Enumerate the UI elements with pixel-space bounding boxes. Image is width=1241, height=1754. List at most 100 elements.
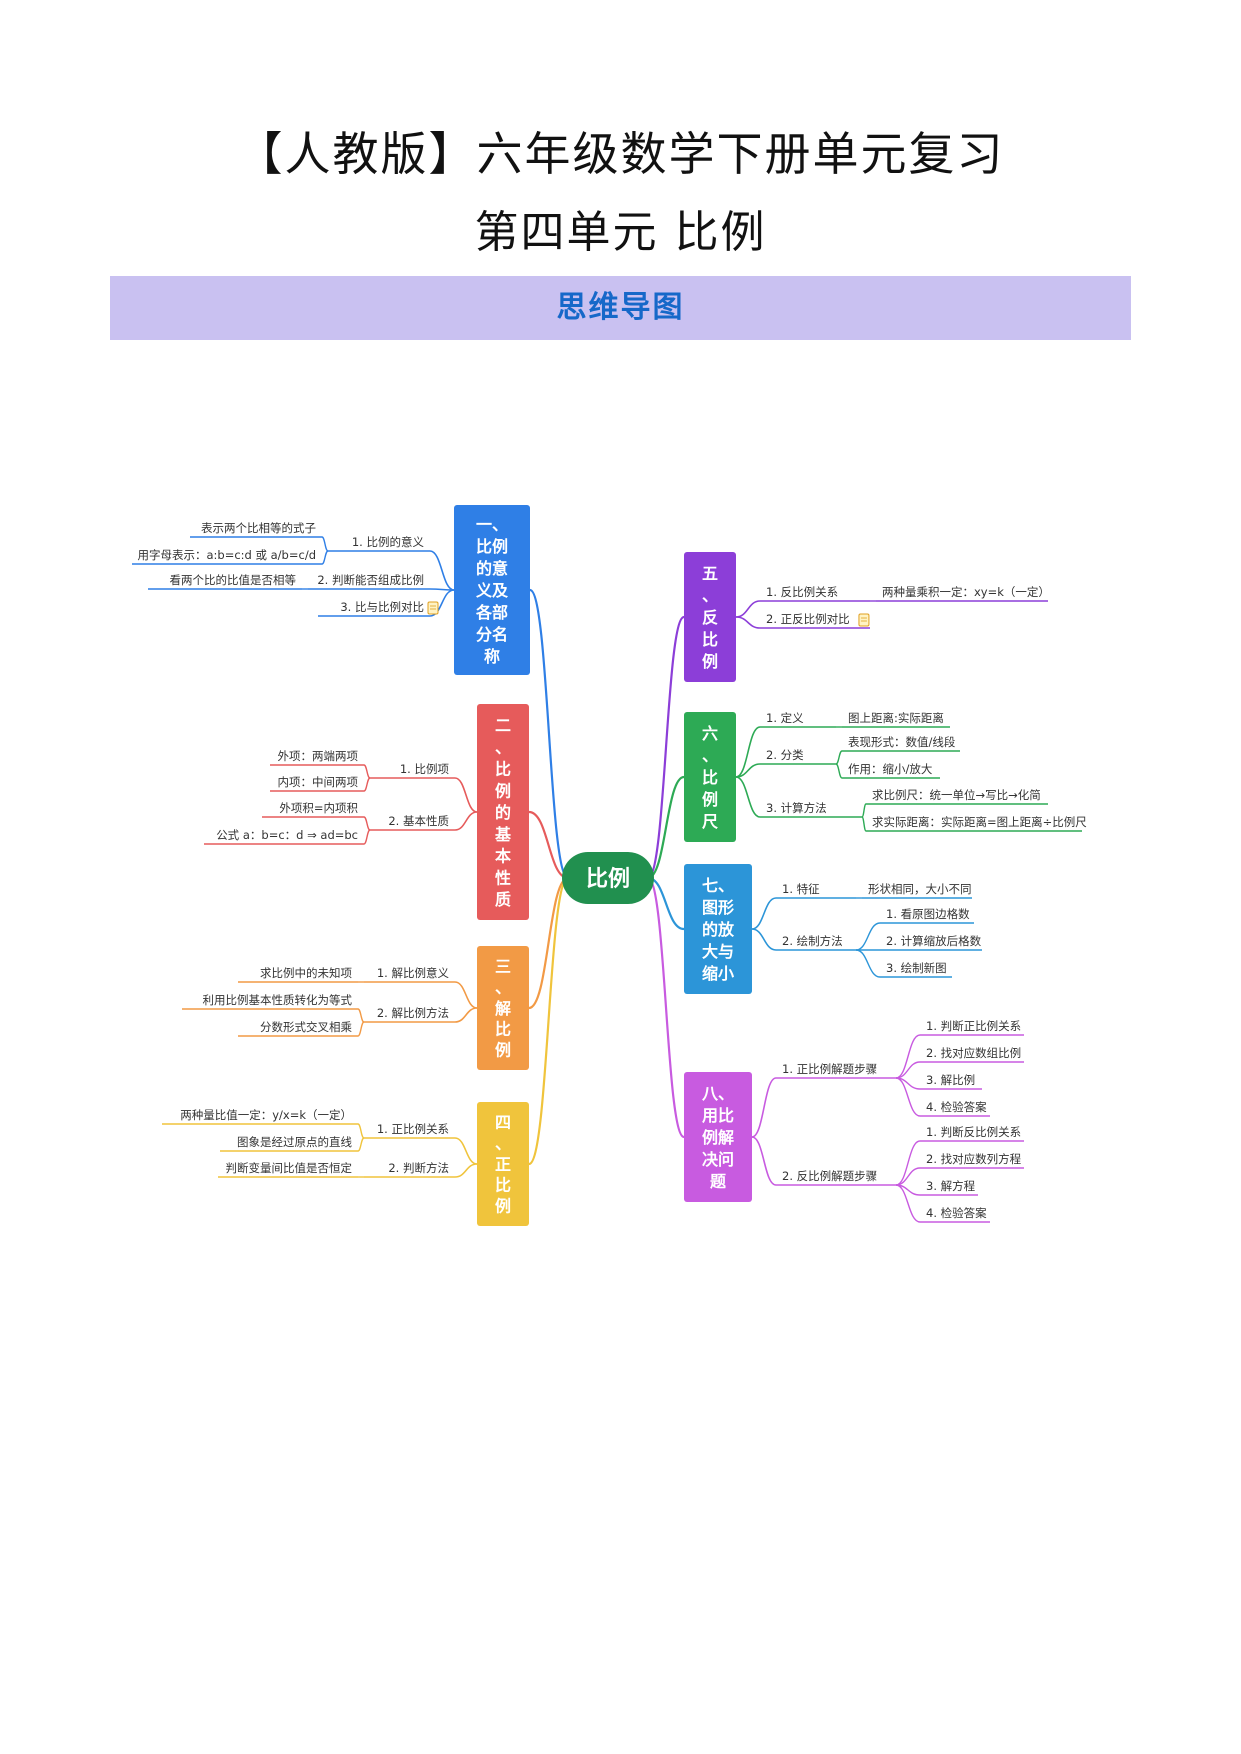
branch-label-b7: 七、图形的放大与缩小 bbox=[702, 876, 735, 983]
child-label: 2. 反比例解题步骤 bbox=[782, 1169, 877, 1183]
leaf-connector bbox=[895, 1167, 921, 1186]
leaf-label: 4. 检验答案 bbox=[926, 1206, 987, 1220]
branch-box-b6 bbox=[684, 712, 736, 842]
leaf-label: 3. 绘制新图 bbox=[886, 961, 947, 975]
mindmap-banner: 思维导图 bbox=[110, 276, 1131, 340]
child-connector bbox=[454, 1137, 478, 1165]
child-label: 2. 基本性质 bbox=[388, 814, 449, 828]
leaf-label: 内项：中间两项 bbox=[278, 775, 359, 789]
leaf-label: 外项：两端两项 bbox=[278, 749, 359, 763]
child-connector bbox=[735, 776, 761, 818]
child-connector bbox=[751, 1077, 777, 1138]
child-label: 3. 比与比例对比 bbox=[340, 600, 424, 614]
leaf-label: 用字母表示：a:b=c:d 或 a/b=c/d bbox=[137, 548, 316, 562]
child-label: 2. 判断方法 bbox=[388, 1161, 449, 1175]
leaf-label: 3. 解比例 bbox=[926, 1073, 975, 1087]
child-connector bbox=[751, 928, 777, 951]
leaf-label: 2. 找对应数列方程 bbox=[926, 1152, 1022, 1166]
leaf-connector bbox=[363, 764, 371, 779]
child-label: 1. 正比例解题步骤 bbox=[782, 1062, 877, 1076]
leaf-label: 1. 判断反比例关系 bbox=[926, 1125, 1021, 1139]
leaf-label: 4. 检验答案 bbox=[926, 1100, 987, 1114]
leaf-label: 作用：缩小/放大 bbox=[848, 762, 933, 776]
leaf-connector bbox=[363, 816, 371, 831]
leaf-label: 表现形式：数值/线段 bbox=[848, 735, 956, 749]
child-label: 1. 比例的意义 bbox=[352, 535, 425, 549]
leaf-label: 图上距离:实际距离 bbox=[848, 711, 944, 725]
branch-label-b2: 二、比例的基本性质 bbox=[494, 716, 512, 909]
branch-box-b1 bbox=[454, 505, 530, 675]
child-connector bbox=[454, 811, 478, 831]
child-connector bbox=[735, 726, 761, 778]
leaf-connector bbox=[895, 1077, 921, 1117]
branch-label-b3: 三、解比例 bbox=[495, 957, 511, 1059]
child-connector bbox=[429, 550, 455, 591]
leaf-connector bbox=[363, 829, 371, 845]
leaf-label: 两种量乘积一定：xy=k（一定） bbox=[882, 585, 1050, 599]
leaf-connector bbox=[357, 1021, 365, 1037]
leaf-label: 外项积=内项积 bbox=[279, 801, 358, 815]
branch-connector-b6 bbox=[647, 775, 685, 880]
leaf-label: 3. 解方程 bbox=[926, 1179, 976, 1193]
child-label: 1. 比例项 bbox=[400, 762, 450, 776]
leaf-label: 看两个比的比值是否相等 bbox=[170, 573, 297, 587]
leaf-label: 分数形式交叉相乘 bbox=[260, 1020, 352, 1034]
page-subtitle: 第四单元 比例 bbox=[474, 207, 767, 258]
leaf-label: 形状相同，大小不同 bbox=[868, 882, 972, 896]
leaf-connector bbox=[855, 949, 881, 978]
branch-connector-b1 bbox=[528, 588, 570, 880]
leaf-label: 求实际距离：实际距离=图上距离÷比例尺 bbox=[872, 815, 1087, 829]
leaf-connector bbox=[321, 536, 329, 552]
branch-box-b3 bbox=[477, 946, 529, 1070]
leaf-label: 1. 判断正比例关系 bbox=[926, 1019, 1021, 1033]
child-label: 2. 解比例方法 bbox=[377, 1006, 449, 1020]
child-label: 1. 反比例关系 bbox=[766, 585, 838, 599]
leaf-label: 2. 计算缩放后格数 bbox=[886, 934, 982, 948]
leaf-connector bbox=[835, 750, 843, 765]
child-connector bbox=[454, 1007, 478, 1023]
child-connector bbox=[429, 589, 455, 617]
leaf-label: 表示两个比相等的式子 bbox=[201, 521, 316, 535]
child-label: 1. 解比例意义 bbox=[377, 966, 450, 980]
page-title: 【人教版】六年级数学下册单元复习 bbox=[236, 127, 1005, 181]
child-label: 2. 分类 bbox=[766, 748, 804, 762]
leaf-connector bbox=[357, 1123, 365, 1139]
leaf-label: 求比例尺：统一单位→写比→化简 bbox=[872, 788, 1041, 802]
leaf-connector bbox=[357, 1008, 365, 1023]
branch-connector-b8 bbox=[646, 876, 686, 1139]
leaf-label: 利用比例基本性质转化为等式 bbox=[203, 993, 353, 1007]
branch-connector-b3 bbox=[528, 876, 569, 1010]
child-label: 2. 绘制方法 bbox=[782, 934, 843, 948]
child-connector bbox=[751, 1136, 777, 1186]
branch-connector-b5 bbox=[646, 615, 686, 880]
branch-label-b6: 六、比例尺 bbox=[702, 724, 718, 831]
note-icon bbox=[858, 613, 870, 627]
child-label: 3. 计算方法 bbox=[766, 801, 827, 815]
child-label: 2. 判断能否组成比例 bbox=[317, 573, 424, 587]
leaf-label: 2. 找对应数组比例 bbox=[926, 1046, 1021, 1060]
center-label: 比例 bbox=[586, 867, 630, 892]
leaf-connector bbox=[357, 1137, 365, 1152]
branch-connector-b4 bbox=[527, 876, 570, 1166]
leaf-connector bbox=[363, 777, 371, 792]
child-connector bbox=[454, 777, 478, 813]
leaf-connector bbox=[895, 1140, 921, 1186]
leaf-label: 两种量比值一定：y/x=k（一定） bbox=[180, 1108, 352, 1122]
child-label: 1. 正比例关系 bbox=[377, 1122, 449, 1136]
branch-box-b8 bbox=[684, 1072, 752, 1202]
child-connector bbox=[735, 763, 761, 778]
branch-label-b4: 四、正比例 bbox=[495, 1113, 511, 1215]
leaf-label: 公式 a：b=c：d ⇒ ad=bc bbox=[216, 828, 358, 842]
leaf-connector bbox=[895, 1061, 921, 1079]
leaf-connector bbox=[861, 803, 867, 818]
leaf-connector bbox=[321, 550, 329, 565]
branch-box-b2 bbox=[477, 704, 529, 920]
leaf-connector bbox=[861, 816, 867, 832]
leaf-label: 1. 看原图边格数 bbox=[886, 907, 970, 921]
child-connector bbox=[735, 600, 761, 618]
child-connector bbox=[751, 897, 777, 930]
branch-label-b5: 五、反比例 bbox=[702, 564, 718, 671]
child-label: 1. 特征 bbox=[782, 882, 820, 896]
branch-box-b4 bbox=[477, 1102, 529, 1226]
